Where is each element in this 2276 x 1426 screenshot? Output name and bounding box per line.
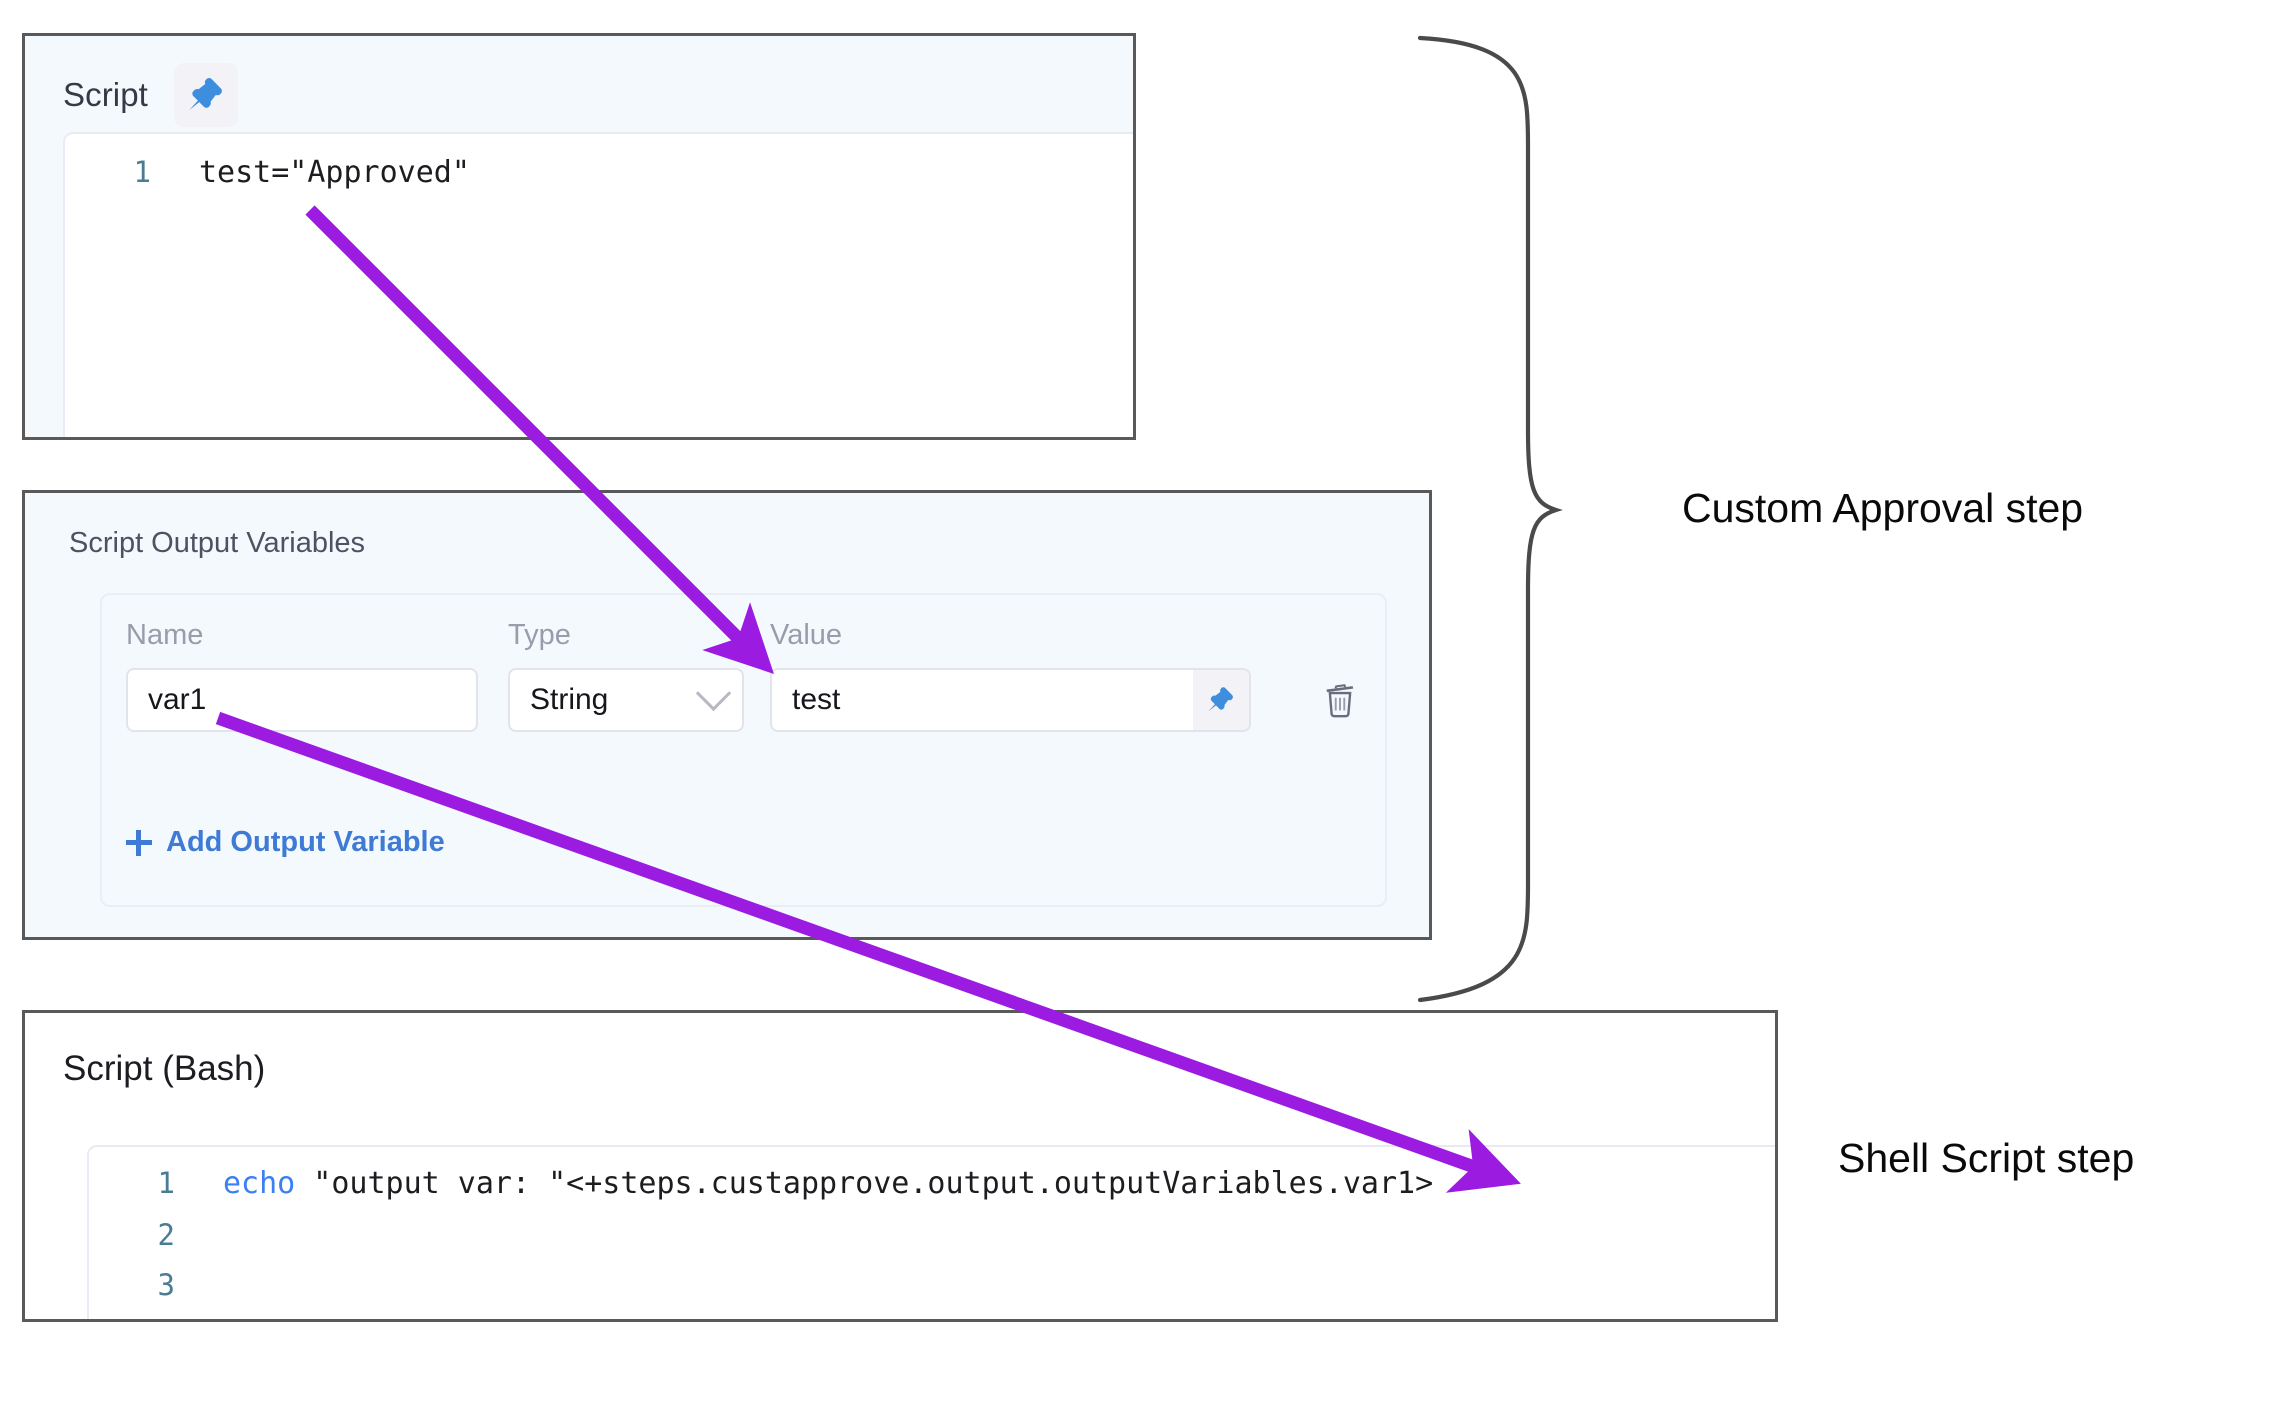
column-header-value: Value — [770, 619, 843, 651]
value-input-cell: test — [770, 668, 1275, 732]
custom-approval-step-label: Custom Approval step — [1682, 485, 2083, 531]
pushpin-icon[interactable] — [1193, 670, 1249, 730]
column-header-name: Name — [126, 619, 204, 651]
line-number: 3 — [157, 1267, 175, 1302]
shell-script-step-label: Shell Script step — [1838, 1135, 2134, 1181]
trash-icon[interactable] — [1321, 681, 1359, 719]
output-variables-card: Name Type Value var1 String test — [100, 593, 1387, 907]
line-number: 2 — [157, 1217, 175, 1252]
name-input-cell: var1 — [126, 668, 508, 732]
bash-code-editor[interactable]: 1 echo "output var: "<+steps.custapprove… — [87, 1145, 1775, 1319]
type-select-cell: String — [508, 668, 770, 732]
output-variable-row: Name Type Value var1 String test — [102, 595, 1385, 732]
plus-icon — [126, 829, 152, 856]
delete-variable-cell — [1275, 668, 1385, 732]
column-header-type: Type — [508, 619, 571, 651]
script-panel-header: Script — [25, 36, 1133, 132]
variable-type-value: String — [530, 683, 609, 716]
variable-type-select[interactable]: String — [508, 668, 744, 732]
pushpin-icon-glyph — [1208, 687, 1233, 712]
script-panel: Script 1 test="Approved" — [22, 33, 1136, 440]
variable-value-input[interactable]: test — [792, 683, 841, 716]
column-header-actions — [1275, 619, 1385, 668]
script-panel-title: Script — [63, 76, 148, 113]
script-code-editor[interactable]: 1 test="Approved" — [63, 132, 1133, 437]
pushpin-icon-glyph — [189, 77, 222, 111]
code-line: 3 — [89, 1267, 1775, 1303]
pushpin-icon[interactable] — [173, 63, 238, 127]
script-output-variables-panel: Script Output Variables Name Type Value … — [22, 490, 1432, 940]
code-expression: "output var: "<+steps.custapprove.output… — [295, 1166, 1434, 1201]
variable-value-field[interactable]: test — [770, 668, 1251, 732]
code-line: 1 echo "output var: "<+steps.custapprove… — [89, 1165, 1775, 1203]
variable-name-input[interactable]: var1 — [126, 668, 478, 732]
line-number: 1 — [157, 1166, 175, 1200]
add-output-variable-button[interactable]: Add Output Variable — [126, 826, 445, 859]
code-line: 2 — [89, 1217, 1775, 1253]
code-line: 1 test="Approved" — [65, 154, 1133, 192]
code-text: test="Approved" — [199, 155, 470, 190]
line-number: 1 — [133, 155, 151, 189]
bash-panel-title: Script (Bash) — [63, 1049, 266, 1088]
output-variables-title: Script Output Variables — [69, 527, 366, 559]
chevron-down-icon — [695, 675, 732, 711]
add-output-variable-label: Add Output Variable — [166, 826, 445, 858]
curly-brace-custom-approval — [1417, 35, 1563, 1003]
bash-script-panel: Script (Bash) 1 echo "output var: "<+ste… — [22, 1010, 1778, 1322]
code-keyword: echo — [223, 1166, 296, 1201]
code-text: echo "output var: "<+steps.custapprove.o… — [175, 1165, 1433, 1203]
